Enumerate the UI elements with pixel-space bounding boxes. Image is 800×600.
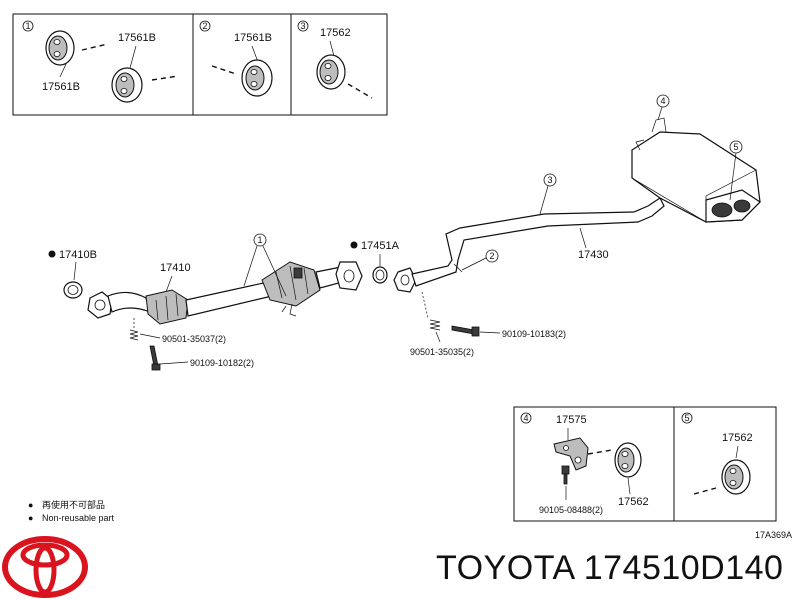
callout-5: 5 xyxy=(729,140,743,201)
top-inset-panel xyxy=(12,13,388,116)
rubber-hanger-icon xyxy=(614,442,642,478)
callout-2: 2 xyxy=(461,249,499,271)
inset-5-number: 5 xyxy=(684,413,689,423)
part-label: 17561B xyxy=(118,32,156,44)
spring-icon xyxy=(429,319,441,331)
front-fasteners: 90501-35037(2) 90109-10182(2) xyxy=(129,318,254,371)
inset-4: 4 17575 17562 90105-08488(2) xyxy=(520,412,649,515)
part-label: 90501-35035(2) xyxy=(410,347,474,357)
inset-3-number: 3 xyxy=(300,21,305,31)
part-label: 17562 xyxy=(722,432,753,444)
part-label: 17451A xyxy=(361,240,400,252)
legend-jp: 再使用不可部品 xyxy=(42,499,105,510)
brand-part-number: TOYOTA 174510D140 xyxy=(436,549,784,587)
part-label: 17562 xyxy=(320,27,351,39)
callout-number: 4 xyxy=(660,96,665,106)
callout-4: 4 xyxy=(656,94,670,121)
spring-icon xyxy=(129,329,139,341)
front-pipe-assembly: 17410 xyxy=(87,261,363,325)
part-label: 90105-08488(2) xyxy=(539,505,603,515)
inset-1: 1 17561B 17561B xyxy=(22,20,179,103)
inset-2: 2 17561B xyxy=(199,20,273,97)
callout-number: 1 xyxy=(257,235,262,245)
legend-bullet: ● xyxy=(28,513,33,523)
bolt-icon xyxy=(561,465,570,485)
part-label: 17562 xyxy=(618,496,649,508)
legend-en: Non-reusable part xyxy=(42,513,115,523)
legend: ● 再使用不可部品 ● Non-reusable part xyxy=(28,499,115,523)
bottom-inset-panel xyxy=(513,406,777,522)
inset-4-number: 4 xyxy=(523,413,528,423)
callout-3: 3 xyxy=(539,173,557,215)
part-label: 17430 xyxy=(578,249,609,261)
callout-number: 5 xyxy=(733,142,738,152)
inset-3: 3 17562 xyxy=(297,20,373,99)
part-label: 17561B xyxy=(234,32,272,44)
inset-2-number: 2 xyxy=(202,21,207,31)
center-gasket: 17451A xyxy=(350,240,400,284)
callout-number: 2 xyxy=(489,251,494,261)
tail-pipe-assembly xyxy=(393,117,761,293)
rubber-hanger-icon xyxy=(45,30,75,66)
toyota-logo-icon xyxy=(2,536,88,598)
rubber-hanger-icon xyxy=(241,59,273,97)
bolt-icon xyxy=(451,325,480,337)
bolt-icon xyxy=(149,345,161,371)
inset-1-number: 1 xyxy=(25,21,30,31)
bracket-icon xyxy=(553,437,589,471)
inset-5: 5 17562 xyxy=(681,412,753,495)
gasket-ring-icon xyxy=(63,281,83,299)
callout-number: 3 xyxy=(547,175,552,185)
rubber-hanger-icon xyxy=(111,67,143,103)
flange-icon xyxy=(87,291,113,319)
part-label: 90109-10182(2) xyxy=(190,358,254,368)
rubber-hanger-icon xyxy=(721,459,751,495)
diagram-code: 17A369A xyxy=(755,530,792,540)
part-label: 17575 xyxy=(556,414,587,426)
part-label: 90109-10183(2) xyxy=(502,329,566,339)
rubber-hanger-icon xyxy=(316,54,346,90)
gasket-ring-icon xyxy=(372,266,388,284)
front-gasket: 17410B xyxy=(48,249,97,299)
callout-1: 1 xyxy=(243,233,287,297)
part-label: 90501-35037(2) xyxy=(162,334,226,344)
legend-bullet: ● xyxy=(28,500,33,510)
center-fasteners: 90501-35035(2) 90109-10183(2) xyxy=(410,291,566,357)
part-label: 17410 xyxy=(160,262,191,274)
part-label: 17561B xyxy=(42,81,80,93)
part-label: 17410B xyxy=(59,249,97,261)
